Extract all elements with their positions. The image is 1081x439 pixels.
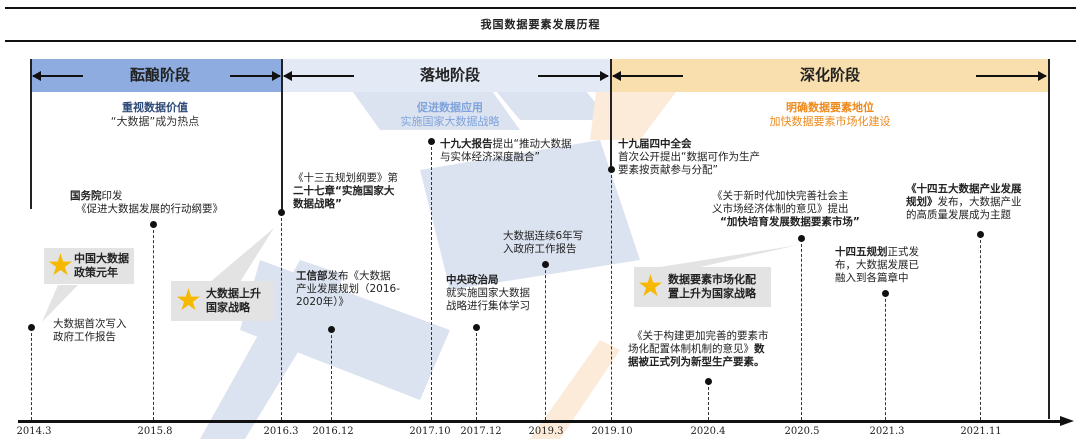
axis-tick: 2016.3: [263, 426, 299, 437]
phase-subline: 加快数据要素市场化建设: [769, 115, 891, 128]
axis-tick: 2017.10: [409, 426, 451, 437]
arrow-right-icon: [538, 71, 609, 81]
timeline-line-2016-3: [281, 213, 282, 420]
timeline-line-2017-10: [431, 142, 432, 420]
event-dot: [882, 290, 889, 297]
event-2021-3: 十四五规划正式发 布，大数据发展已 融入到各篇章中: [835, 246, 919, 284]
phase-label-1: 酝酿阶段: [129, 66, 190, 84]
callout-data-market-strategy: ★ 数据要素市场化配 置上升为国家战略: [634, 267, 771, 307]
event-dot: [798, 235, 805, 242]
event-2019-3: 大数据连续6年写 入政府工作报告: [503, 230, 584, 255]
event-dot: [608, 166, 615, 173]
event-2015-8: 国务院印发 《促进大数据发展的行动纲要》: [70, 190, 223, 215]
axis-tick: 2019.10: [591, 426, 633, 437]
event-dot: [150, 221, 157, 228]
phase-subtitle-1: 重视数据价值 “大数据”成为热点: [60, 101, 250, 129]
page-title: 我国数据要素发展历程: [480, 18, 601, 31]
arrow-left-icon: [612, 71, 683, 81]
arrow-right-icon: [230, 71, 281, 81]
timeline-line-2014-3: [31, 328, 32, 420]
phase-divider: [30, 59, 32, 209]
event-2014-3: 大数据首次写入 政府工作报告: [53, 318, 127, 343]
star-icon: ★: [637, 269, 664, 304]
phase-headline: 促进数据应用: [417, 101, 483, 114]
phase-label-2: 落地阶段: [419, 66, 480, 84]
phase-subline: 实施国家大数据战略: [400, 115, 500, 128]
event-2016-3: 《十三五规划纲要》第 二十七章“实施国家大 数据战略”: [293, 172, 398, 210]
phase-band-3: [611, 59, 1048, 92]
phase-headline: 重视数据价值: [122, 101, 188, 114]
timeline-line-2019-10: [611, 170, 612, 420]
axis-tick: 2020.4: [690, 426, 726, 437]
event-dot: [328, 326, 335, 333]
callout-line: 中国大数据: [74, 252, 129, 265]
callout-line: 大数据上升: [206, 287, 261, 300]
phase-divider: [281, 59, 283, 214]
top-rule: [5, 7, 1076, 9]
timeline-line-2017-12: [476, 328, 477, 420]
phase-headline: 明确数据要素地位: [786, 101, 874, 114]
axis-tick: 2020.5: [784, 426, 820, 437]
event-dot: [542, 261, 549, 268]
timeline-line-2019-3: [545, 265, 546, 420]
callout-line: 国家战略: [206, 301, 250, 314]
arrow-right-icon: [976, 71, 1047, 81]
star-icon: ★: [47, 248, 74, 283]
axis-arrow-icon: [1060, 416, 1074, 426]
phase-subtitle-2: 促进数据应用 实施国家大数据战略: [350, 101, 550, 129]
axis-tick: 2016.12: [312, 426, 354, 437]
event-dot: [705, 378, 712, 385]
arrow-left-icon: [283, 71, 354, 81]
event-2017-12: 中央政治局 就实施国家大数据 战略进行集体学习: [446, 274, 530, 312]
event-2021-11: 《十四五大数据产业发展 规划》发布，大数据产业 的高质量发展成为主题: [906, 183, 1022, 221]
phase-divider: [610, 59, 612, 171]
timeline-line-2020-5: [801, 239, 802, 420]
title-rule: [5, 40, 1076, 42]
arrow-left-icon: [32, 71, 83, 81]
callout-line: 政策元年: [74, 266, 118, 279]
event-2019-10: 十九届四中全会 首次公开提出“数据可作为生产 要素按贡献参与分配”: [618, 138, 760, 176]
axis-tick: 2014.3: [16, 426, 52, 437]
axis-tick: 2015.8: [137, 426, 173, 437]
event-dot: [278, 209, 285, 216]
event-dot: [977, 231, 984, 238]
axis-tick: 2017.12: [460, 426, 502, 437]
timeline-line-2015-8: [153, 225, 154, 420]
event-dot: [428, 138, 435, 145]
timeline-line-2016-12: [331, 330, 332, 420]
timeline-line-2021-3: [885, 294, 886, 420]
event-2017-10: 十九大报告提出“推动大数据 与实体经济深度融合”: [440, 138, 572, 163]
event-2020-4: 《关于构建更加完善的要素市 场化配置体制机制的意见》数 据被正式列为新型生产要素…: [628, 330, 769, 368]
axis-tick: 2021.3: [869, 426, 905, 437]
timeline-line-2021-11: [980, 235, 981, 420]
callout-national-strategy: ★ 大数据上升 国家战略: [171, 281, 274, 321]
timeline-line-2020-4: [708, 382, 709, 420]
phase-subtitle-3: 明确数据要素地位 加快数据要素市场化建设: [730, 101, 930, 129]
phase-label-3: 深化阶段: [799, 66, 860, 84]
event-2016-12: 工信部发布《大数据 产业发展规划（2016- 2020年）》: [296, 270, 401, 308]
callout-line: 数据要素市场化配: [668, 273, 756, 286]
star-icon: ★: [175, 283, 202, 318]
event-dot: [28, 324, 35, 331]
event-dot: [473, 324, 480, 331]
callout-policy-first-year: ★ 中国大数据 政策元年: [44, 248, 134, 284]
phase-subline: “大数据”成为热点: [110, 115, 200, 128]
axis-tick: 2021.11: [960, 426, 1002, 437]
axis-tick: 2019.3: [528, 426, 564, 437]
event-2020-5: 《关于新时代加快完善社会主 义市场经济体制的意见》提出 “加快培育发展数据要素市…: [712, 190, 860, 228]
phase-divider: [1048, 59, 1050, 419]
callout-line: 置上升为国家战略: [668, 287, 756, 300]
timeline-axis: [18, 420, 1063, 423]
